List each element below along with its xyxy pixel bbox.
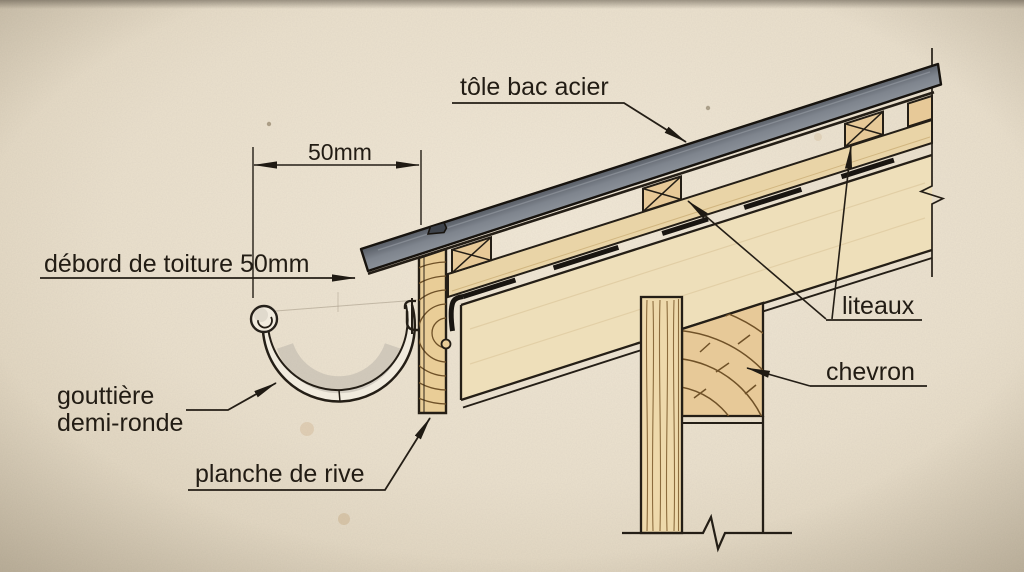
- rafter-band-body: [461, 155, 932, 400]
- liteau-battens: [451, 94, 933, 275]
- leader-line: [746, 367, 811, 387]
- paper-speck: [705, 105, 711, 111]
- steel-underside-flange: [367, 91, 935, 276]
- liteau-block: [844, 110, 884, 149]
- x-brace: [451, 236, 492, 274]
- rafter-top-edge: [460, 153, 933, 307]
- membrane-dashed-line: [462, 145, 933, 299]
- rafter-bottom-edge: [460, 341, 641, 402]
- label-text: débord de toiture 50mm: [44, 250, 309, 278]
- gutter-bracket-bolt: [440, 338, 452, 350]
- drip-edge-curl: [448, 294, 464, 332]
- leader-line: [186, 382, 277, 411]
- rafter-side-band: [459, 153, 933, 409]
- fascia-grain-arcs: [419, 249, 446, 413]
- gutter-bottom-seam: [338, 389, 341, 403]
- rafter-bottom-second-line: [462, 349, 641, 409]
- stud-grain-lines: [645, 299, 680, 532]
- paper-stain: [814, 133, 822, 141]
- gutter-inner-profile: [266, 304, 409, 392]
- growth-ring-grain: [682, 303, 763, 416]
- membrane-drip-edge: [448, 145, 933, 332]
- label-tole-bac-acier: tôle bac acier: [452, 73, 687, 143]
- label-text: tôle bac acier: [460, 73, 609, 101]
- gutter-front-bead: [249, 304, 279, 334]
- steel-highlight: [377, 71, 931, 251]
- label-debord-de-toiture: débord de toiture 50mm: [40, 250, 356, 282]
- steel-roof-sheet: [359, 62, 943, 273]
- liteau-block: [451, 235, 492, 275]
- dimension-50mm: 50mm: [252, 139, 422, 298]
- gutter-hanger-bracket: [403, 298, 420, 334]
- leader-line: [452, 102, 687, 143]
- fascia-board: [417, 247, 452, 415]
- leader-line: [188, 417, 431, 491]
- gutter-inner-shading: [276, 342, 402, 394]
- label-text: gouttière: [57, 382, 154, 410]
- dimension-text: 50mm: [308, 139, 372, 165]
- wood-grain-line: [469, 182, 926, 330]
- paper-speck: [266, 121, 272, 127]
- label-text: demi-ronde: [57, 409, 183, 437]
- leader-line: [831, 145, 853, 320]
- section-cut-break-line: [918, 48, 946, 277]
- label-gouttiere-demi-ronde: gouttière demi-ronde: [57, 382, 277, 437]
- photo-top-shadow: [0, 0, 1024, 9]
- wood-grain-line: [469, 217, 926, 365]
- label-liteaux: liteaux: [687, 145, 922, 321]
- leader-line: [687, 200, 827, 320]
- x-brace: [844, 111, 884, 148]
- annotations: tôle bac acier débord de toiture 50mm go…: [40, 73, 927, 491]
- x-brace: [642, 175, 682, 213]
- construction-line: [262, 299, 419, 313]
- label-text: liteaux: [842, 292, 915, 320]
- label-text: chevron: [826, 358, 915, 386]
- label-planche-de-rive: planche de rive: [188, 417, 431, 491]
- liteau-block: [642, 175, 682, 213]
- gutter-outer-profile: [261, 304, 417, 403]
- label-text: planche de rive: [195, 460, 365, 488]
- wall-break-baseline: [622, 513, 792, 553]
- half-round-gutter: [249, 292, 420, 403]
- wall-stud: [622, 295, 792, 553]
- paper-stain: [338, 513, 350, 525]
- label-chevron: chevron: [746, 358, 927, 387]
- steel-sheet-body: [359, 62, 943, 273]
- paper-stain: [300, 422, 314, 436]
- steel-seam-clip: [426, 221, 448, 235]
